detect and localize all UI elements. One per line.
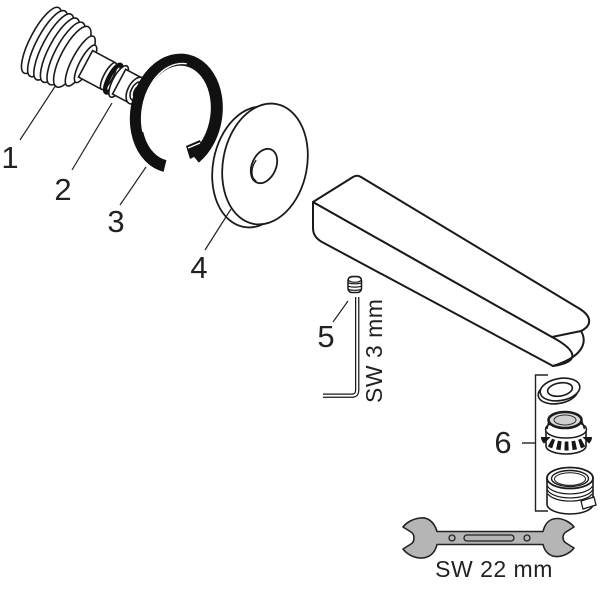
aerator-insert [541,410,592,455]
hex-key-size-label: SW 3 mm [361,299,387,403]
aerator-gasket [537,377,581,405]
open-end-wrench [402,517,575,559]
snap-ring [129,53,223,172]
set-screw [347,275,363,294]
hex-key [323,297,360,398]
aerator-housing [546,466,597,515]
leader-1 [19,84,57,141]
housing-notch [580,496,597,510]
escutcheon-disc [211,102,309,229]
leader-5 [332,300,349,323]
spout [312,174,591,367]
leader-4 [204,208,232,251]
labels: 1 2 3 4 5 6 SW 3 mm SW 22 mm [1,140,552,582]
label-6: 6 [494,425,511,460]
label-3: 3 [107,204,124,239]
wrench-size-label: SW 22 mm [435,556,553,582]
label-4: 4 [190,250,207,285]
disc-center-hole [249,147,279,185]
label-1: 1 [1,140,18,175]
ribbed-connector [20,6,147,105]
leader-lines [19,84,548,512]
leader-3 [119,166,147,206]
label-2: 2 [54,172,71,207]
leader-2 [71,102,113,171]
label-5: 5 [317,319,334,354]
